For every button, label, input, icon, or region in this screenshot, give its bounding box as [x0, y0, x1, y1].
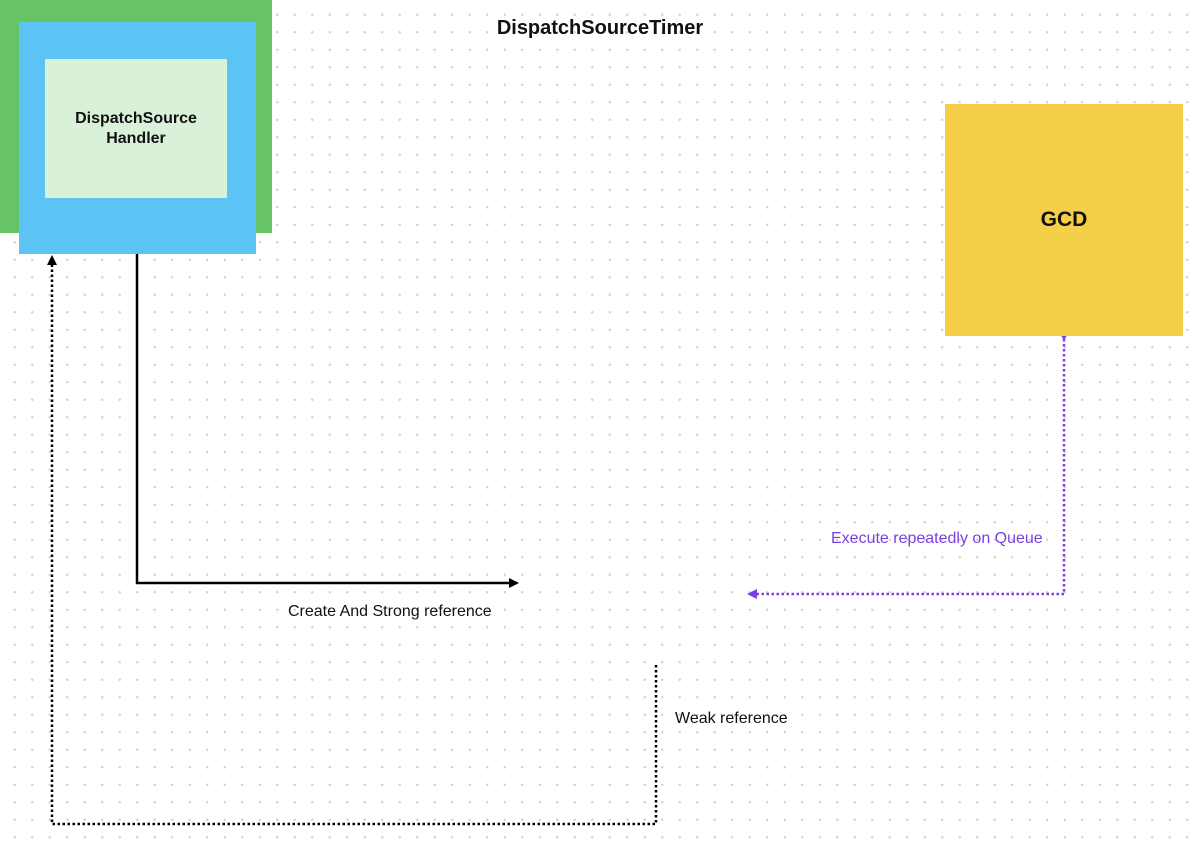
execute-queue-arrow	[747, 331, 1069, 599]
handler-label-line1: DispatchSource	[75, 109, 197, 127]
gcd-node[interactable]: GCD	[945, 104, 1183, 336]
strong-reference-arrow	[135, 254, 519, 588]
weak-reference-arrow	[47, 255, 658, 826]
gcd-node-label: GCD	[1040, 208, 1088, 231]
dispatch-source-timer-node[interactable]: DispatchSourceTimer DispatchSource Handl…	[0, 0, 703, 233]
dispatch-source-handler-node[interactable]: DispatchSource Handler	[45, 59, 227, 198]
weak-reference-label: Weak reference	[675, 710, 788, 727]
strong-reference-label: Create And Strong reference	[288, 603, 492, 620]
execute-queue-label: Execute repeatedly on Queue	[831, 530, 1043, 547]
dispatch-source-timer-label: DispatchSourceTimer	[496, 17, 704, 39]
handler-label-line2: Handler	[106, 129, 166, 147]
